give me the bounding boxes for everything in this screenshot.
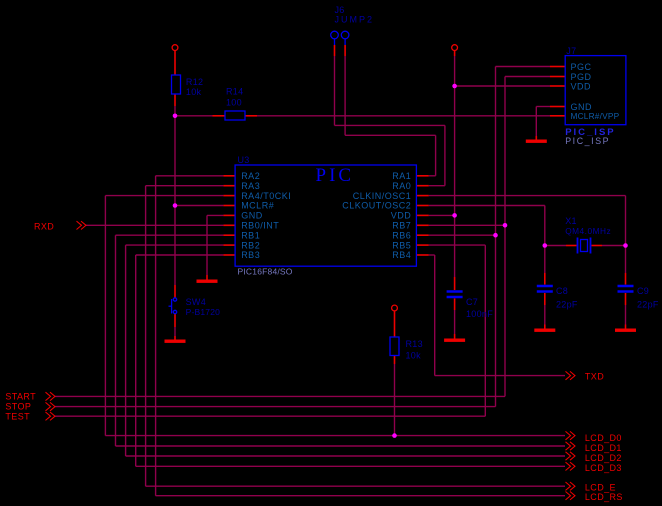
svg-text:RA2: RA2 bbox=[241, 171, 260, 181]
svg-text:R14: R14 bbox=[226, 87, 243, 97]
svg-text:R13: R13 bbox=[406, 339, 423, 349]
svg-text:VDD: VDD bbox=[571, 81, 592, 91]
svg-text:RB2: RB2 bbox=[241, 240, 260, 250]
svg-text:START: START bbox=[5, 392, 36, 402]
svg-text:GND: GND bbox=[241, 211, 263, 221]
svg-text:22pF: 22pF bbox=[556, 300, 578, 310]
svg-text:JUMP2: JUMP2 bbox=[335, 15, 375, 25]
svg-text:GND: GND bbox=[571, 102, 593, 112]
svg-text:LCD_D1: LCD_D1 bbox=[585, 443, 622, 453]
svg-text:PIC16F84/SO: PIC16F84/SO bbox=[238, 267, 293, 277]
svg-text:RB0/INT: RB0/INT bbox=[241, 221, 279, 231]
svg-text:RB7: RB7 bbox=[392, 221, 411, 231]
svg-text:QM4.0MHz: QM4.0MHz bbox=[565, 226, 611, 236]
svg-text:PIC_ISP: PIC_ISP bbox=[565, 136, 610, 146]
svg-text:PGD: PGD bbox=[571, 72, 592, 82]
svg-text:RB4: RB4 bbox=[392, 250, 411, 260]
svg-text:MCLR#: MCLR# bbox=[241, 201, 274, 211]
svg-text:LCD_D2: LCD_D2 bbox=[585, 453, 622, 463]
svg-text:CLKIN/OSC1: CLKIN/OSC1 bbox=[353, 191, 412, 201]
svg-text:PIC: PIC bbox=[316, 165, 355, 186]
svg-text:LCD_D3: LCD_D3 bbox=[585, 463, 622, 473]
svg-text:C7: C7 bbox=[466, 297, 478, 307]
svg-text:22pF: 22pF bbox=[637, 300, 659, 310]
svg-text:J6: J6 bbox=[335, 5, 345, 15]
svg-text:R12: R12 bbox=[186, 77, 203, 87]
svg-text:CLKOUT/OSC2: CLKOUT/OSC2 bbox=[342, 201, 411, 211]
svg-text:VDD: VDD bbox=[391, 211, 412, 221]
svg-text:J7: J7 bbox=[566, 46, 576, 56]
svg-text:STOP: STOP bbox=[5, 402, 31, 412]
svg-text:MCLR#/VPP: MCLR#/VPP bbox=[571, 111, 620, 121]
svg-text:C9: C9 bbox=[637, 286, 649, 296]
svg-text:LCD_RS: LCD_RS bbox=[585, 492, 623, 502]
svg-text:LCD_D0: LCD_D0 bbox=[585, 433, 622, 443]
svg-text:RA3: RA3 bbox=[241, 181, 260, 191]
svg-text:P-B1720: P-B1720 bbox=[186, 307, 221, 317]
svg-text:RA1: RA1 bbox=[392, 171, 411, 181]
svg-text:SW4: SW4 bbox=[186, 297, 206, 307]
svg-text:RB3: RB3 bbox=[241, 250, 260, 260]
svg-text:RB6: RB6 bbox=[392, 230, 411, 240]
svg-text:10k: 10k bbox=[406, 351, 422, 361]
svg-text:RB5: RB5 bbox=[392, 240, 411, 250]
svg-text:RA4/T0CKI: RA4/T0CKI bbox=[241, 191, 291, 201]
svg-text:10k: 10k bbox=[186, 87, 202, 97]
svg-text:TXD: TXD bbox=[585, 372, 604, 382]
svg-text:RXD: RXD bbox=[34, 221, 54, 231]
svg-text:PIC_ISP: PIC_ISP bbox=[565, 127, 615, 138]
svg-text:PGC: PGC bbox=[571, 62, 592, 72]
svg-text:TEST: TEST bbox=[5, 412, 30, 422]
svg-text:100nF: 100nF bbox=[466, 309, 493, 319]
svg-text:LCD_E: LCD_E bbox=[585, 483, 616, 493]
svg-text:100: 100 bbox=[226, 98, 242, 108]
svg-text:RB1: RB1 bbox=[241, 230, 260, 240]
svg-text:RA0: RA0 bbox=[392, 181, 411, 191]
svg-text:X1: X1 bbox=[565, 216, 577, 226]
svg-text:U3: U3 bbox=[238, 155, 250, 165]
svg-text:C8: C8 bbox=[556, 286, 568, 296]
